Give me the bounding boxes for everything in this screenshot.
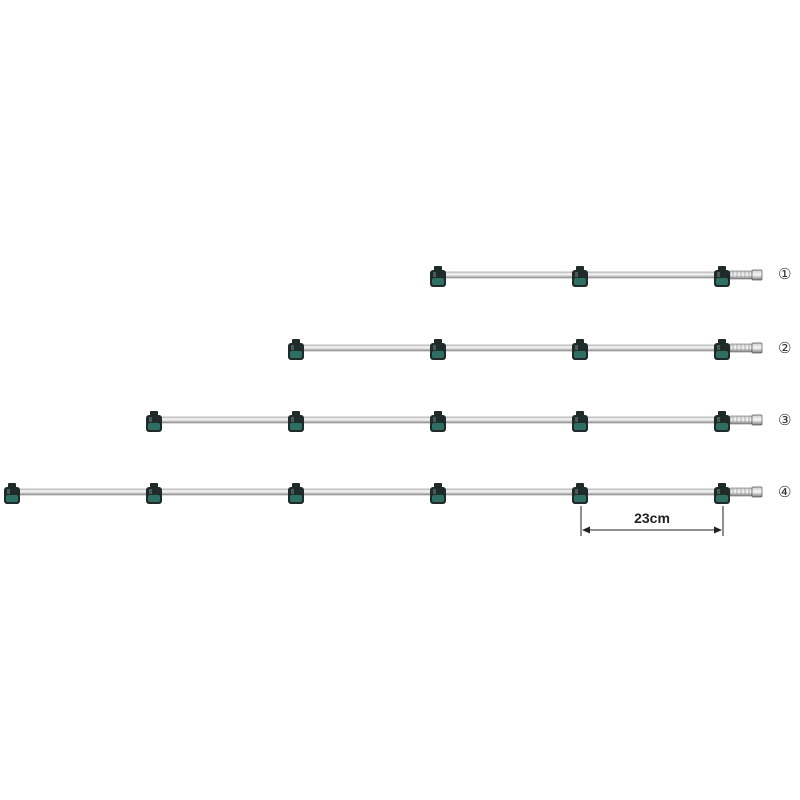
nozzle <box>714 483 730 504</box>
nozzle <box>572 339 588 360</box>
nozzle <box>4 483 20 504</box>
boom-label-3: ③ <box>778 411 791 429</box>
dimension-arrow-right <box>714 526 722 534</box>
boom-label-1: ① <box>778 265 791 283</box>
boom-label-2: ② <box>778 339 791 357</box>
inlet-fitting <box>729 269 763 281</box>
boom-group-3 <box>146 411 763 432</box>
nozzle <box>714 339 730 360</box>
nozzle <box>572 266 588 287</box>
boom-group-1 <box>430 266 763 287</box>
nozzle <box>714 266 730 287</box>
nozzle <box>288 411 304 432</box>
boom-group-2 <box>288 339 763 360</box>
nozzle <box>146 411 162 432</box>
nozzle <box>288 483 304 504</box>
nozzle <box>572 483 588 504</box>
dimension-label: 23cm <box>634 510 670 526</box>
boom-pipe <box>295 344 723 352</box>
nozzle <box>572 411 588 432</box>
dimension-arrow-left <box>582 526 590 534</box>
inlet-fitting <box>729 342 763 354</box>
boom-pipe <box>11 488 723 496</box>
nozzle <box>714 411 730 432</box>
nozzle <box>288 339 304 360</box>
nozzle <box>430 411 446 432</box>
inlet-fitting <box>729 414 763 426</box>
boom-label-4: ④ <box>778 483 791 501</box>
boom-group-4 <box>4 483 763 504</box>
nozzle <box>430 483 446 504</box>
spacing-dimension: 23cm <box>580 506 724 536</box>
nozzle <box>430 266 446 287</box>
nozzle <box>146 483 162 504</box>
inlet-fitting <box>729 486 763 498</box>
nozzle <box>430 339 446 360</box>
